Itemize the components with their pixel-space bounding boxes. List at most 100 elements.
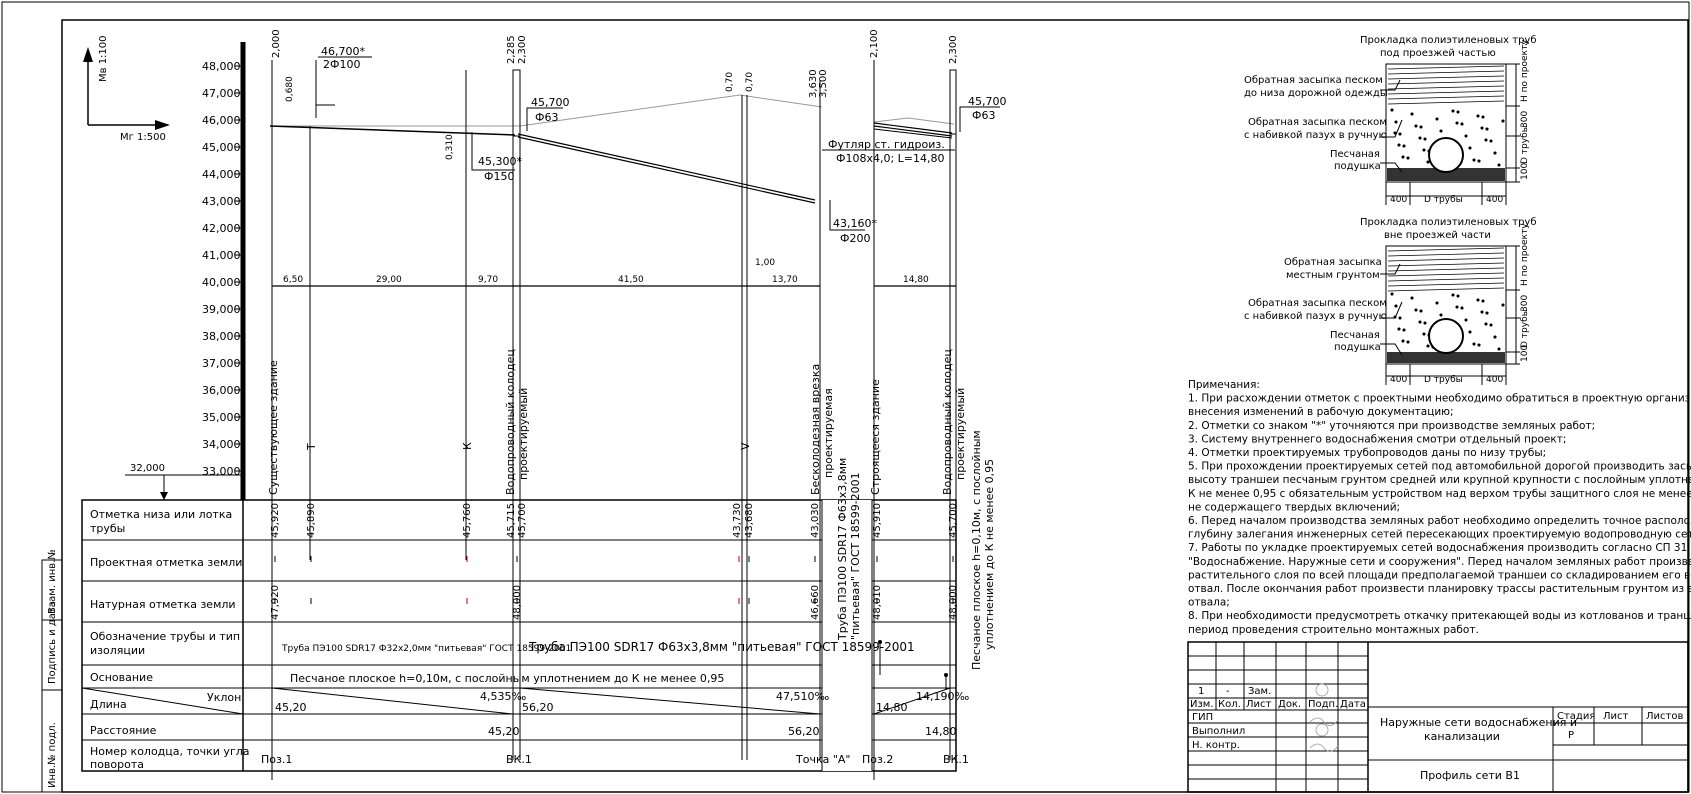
span-2: 29,00	[376, 275, 402, 285]
notes-title: Примечания:	[1188, 379, 1260, 391]
hatch-line	[1387, 267, 1505, 272]
ground-elev-3: 46,660	[810, 585, 821, 620]
detail1-dim-mid: D трубы	[1424, 195, 1463, 205]
top-label-8: 0,70	[725, 72, 735, 92]
elev-label: 39,000	[202, 303, 241, 316]
detail2-label-3b: подушка	[1334, 342, 1381, 353]
top-label-6: 3,630	[808, 69, 819, 98]
sand-dot	[1472, 158, 1476, 162]
point-tap-a: Бесколодезная врезка	[809, 364, 822, 495]
side-stamp-inv: Инв.№ подл.	[47, 722, 58, 788]
detail2-side-2: 300	[1520, 295, 1530, 312]
profile-lines	[269, 60, 1000, 780]
point-tap-b: проектируемая	[822, 388, 835, 478]
table-markers	[878, 640, 948, 677]
top-label-12: 1,00	[755, 258, 775, 268]
ground-elev-5: 48,000	[948, 585, 959, 620]
detail1-dim-left: 400	[1390, 195, 1407, 205]
casing-note-2: Ф108х4,0; L=14,80	[836, 152, 945, 165]
table-ticks	[274, 556, 954, 604]
sand-dot	[1410, 296, 1414, 300]
sand-dot	[1402, 144, 1406, 148]
sand-dot	[1481, 299, 1485, 303]
elev-label: 37,000	[202, 357, 241, 370]
point-v: V	[739, 442, 752, 450]
note-line: 5. При прохождении проектируемых сетей п…	[1188, 461, 1691, 473]
stamp-rev-dash: -	[1226, 686, 1230, 697]
detail2-label-2a: Обратная засыпка песком	[1248, 298, 1387, 309]
elev-label: 40,000	[202, 276, 241, 289]
note-line: высоту траншеи песчаным грунтом средней …	[1188, 474, 1691, 486]
detail2-title-1: Прокладка полиэтиленовых труб	[1360, 217, 1537, 228]
elev-label: 42,000	[202, 222, 241, 235]
sand-dot	[1423, 137, 1427, 141]
sand-dot	[1406, 156, 1410, 160]
row-length: Длина	[90, 698, 127, 711]
sand-dot	[1464, 134, 1468, 138]
sand-dot	[1489, 323, 1493, 327]
elevation-callouts: 46,700* 2Ф100 45,700 Ф63 45,300* Ф150 43…	[318, 45, 1007, 245]
sand-dot	[1422, 148, 1426, 152]
span-6: 14,80	[903, 275, 929, 285]
trench-detail-road: Прокладка полиэтиленовых труб под проезж…	[1244, 35, 1537, 205]
elev-label: 43,000	[202, 195, 241, 208]
detail2-label-2b: с набивкой пазух в ручную	[1244, 311, 1387, 322]
sand-dot	[1455, 305, 1459, 309]
sand-dot	[1390, 108, 1394, 112]
sand-dot	[1480, 126, 1484, 130]
sand-dot	[1485, 127, 1489, 131]
elev-label: 35,000	[202, 411, 241, 424]
sand-dot	[1401, 155, 1405, 159]
sand-dot	[1426, 160, 1430, 164]
bottom-elevations: 45,920 45,890 45,760 45,715 45,700 43,73…	[270, 503, 959, 538]
elev-label: 48,000	[202, 60, 241, 73]
sand-dot	[1435, 301, 1439, 305]
detail1-title-1: Прокладка полиэтиленовых труб	[1360, 35, 1537, 46]
sand-dot	[1456, 110, 1460, 114]
note-line: внесения изменений в рабочую документаци…	[1188, 406, 1454, 418]
note-line: отвала;	[1188, 597, 1230, 609]
detail1-side-2: 300	[1520, 111, 1530, 128]
callout-2a: 45,700	[531, 96, 570, 109]
sand-dot	[1489, 139, 1493, 143]
row-bottom-1: Отметка низа или лотка	[90, 508, 232, 521]
elevation-axis: 48,00047,00046,00045,00044,00043,00042,0…	[125, 42, 246, 500]
sand-dot	[1472, 342, 1476, 346]
sand-dot	[1419, 125, 1423, 129]
sand-dot	[1480, 310, 1484, 314]
sand-dot	[1418, 320, 1422, 324]
sand-dot	[1476, 114, 1480, 118]
detail1-label-1a: Обратная засыпка песком	[1244, 75, 1383, 86]
scale-indicator: Мв 1:100 Мг 1:500	[83, 35, 170, 143]
stamp-nkontr: Н. контр.	[1192, 740, 1240, 751]
pipe-vertical-1: Труба ПЭ100 SDR17 Ф63х3,8мм	[836, 458, 849, 641]
sand-dot	[1485, 311, 1489, 315]
detail1-side-1: Н по проекту	[1520, 39, 1530, 102]
elev-label: 34,000	[202, 438, 241, 451]
hatch-line	[1387, 80, 1505, 85]
top-label-9: 0,70	[745, 72, 755, 92]
sand-dot	[1398, 316, 1402, 320]
elev-label: 36,000	[202, 384, 241, 397]
sand-dot	[1451, 293, 1455, 297]
note-line: 1. При расхождении отметок с проектными …	[1188, 393, 1691, 405]
sand-dot	[1484, 138, 1488, 142]
elev-label: 46,000	[202, 114, 241, 127]
bottom-elev-3: 45,760	[462, 503, 473, 538]
sand-dot	[1451, 109, 1455, 113]
detail1-side-3: D трубы	[1520, 125, 1530, 164]
sand-dot	[1460, 122, 1464, 126]
point-existing-building: Существующее здание	[267, 360, 280, 495]
sand-dot	[1439, 129, 1443, 133]
stamp-rev-no: 1	[1198, 686, 1204, 697]
sand-dot	[1394, 304, 1398, 308]
base-vertical-2: уплотнением до К не менее 0,95	[983, 459, 996, 650]
stamp-h-list: Лист	[1246, 699, 1272, 710]
point-new-building: Строящееся здание	[869, 379, 882, 495]
base-text: Песчаное плоское h=0,10м, с послойным уп…	[290, 672, 724, 685]
elev-label: 44,000	[202, 168, 241, 181]
base-vertical-1: Песчаное плоское h=0,10м, с послойным	[970, 430, 983, 670]
note-line: 7. Работы по укладке проектируемых сетей…	[1188, 542, 1691, 554]
trench-detail-offroad: Прокладка полиэтиленовых труб вне проезж…	[1244, 217, 1537, 385]
